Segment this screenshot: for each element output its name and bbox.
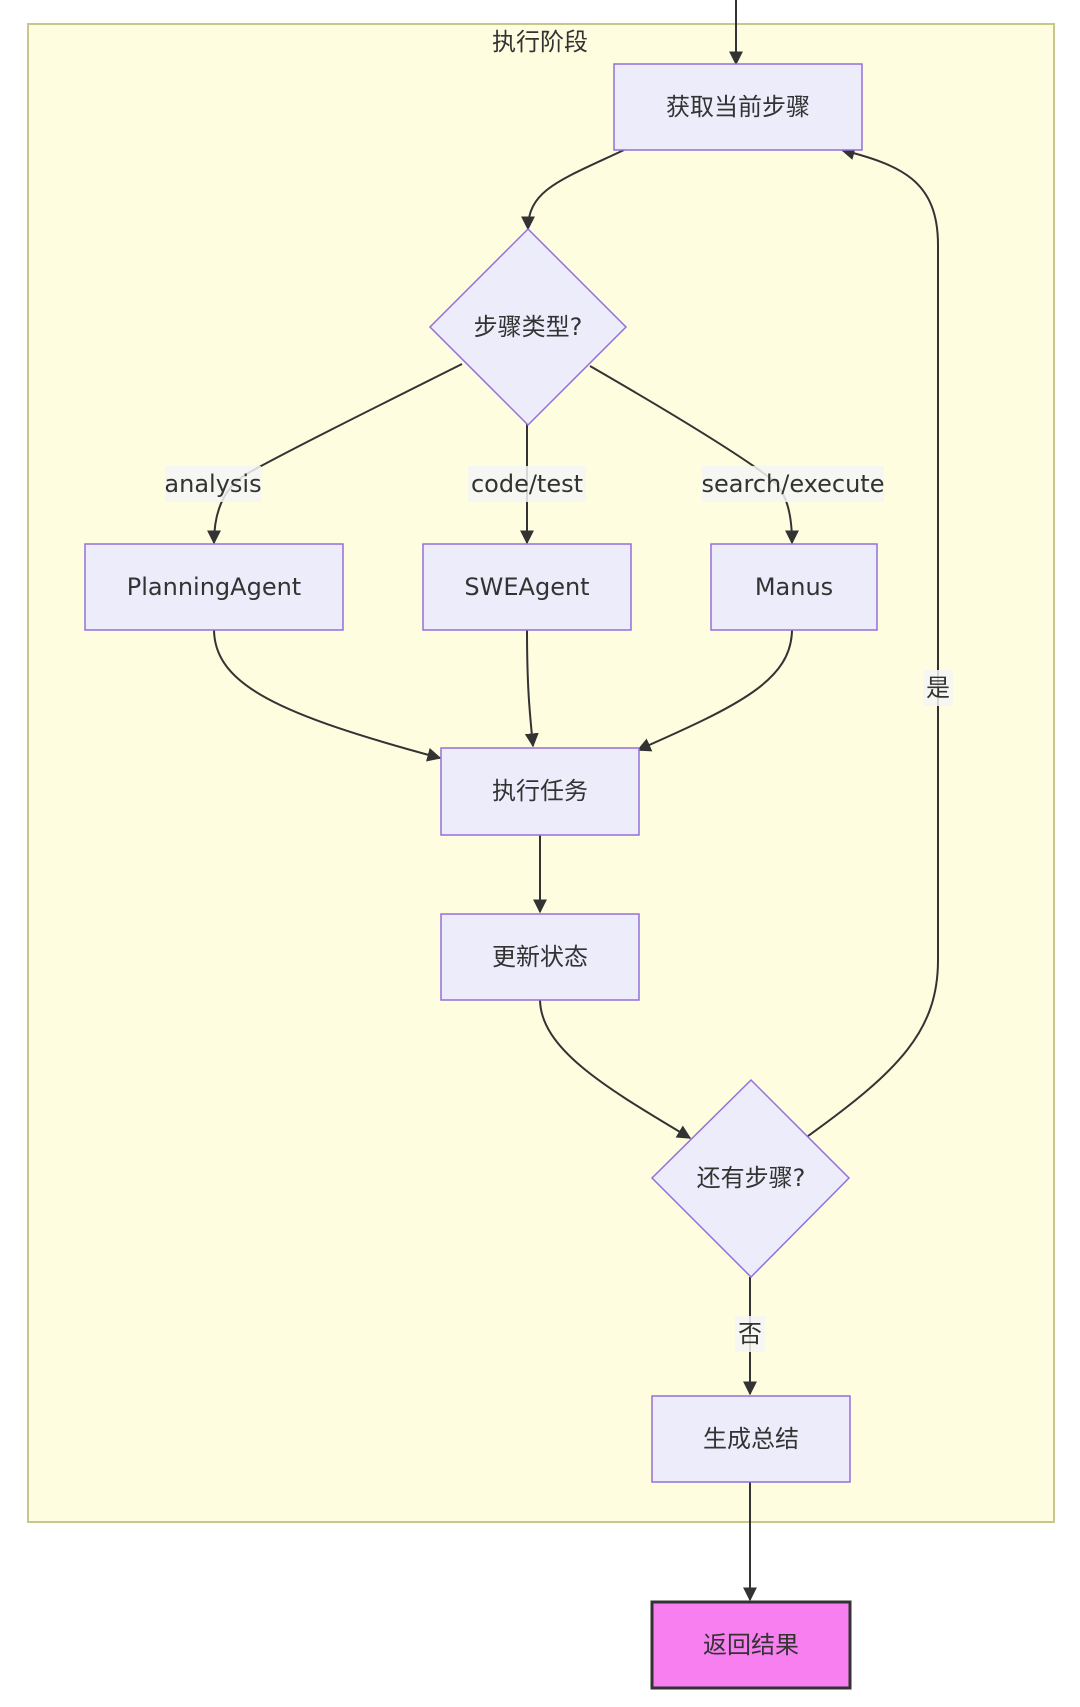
edge-swe-agent-to-execute-task [524,628,539,748]
node-planning-agent: PlanningAgent [84,543,344,631]
node-update-state-label: 更新状态 [492,943,588,971]
edge-get-step-to-step-type [521,149,625,231]
edge-label-yes-text: 是 [926,674,950,702]
edge-update-state-to-more-steps [539,998,692,1139]
edge-planning-agent-to-execute-task [213,628,442,762]
edge-label-no-text: 否 [738,1320,762,1348]
node-execute-task: 执行任务 [440,747,640,836]
edge-more-steps-to-get-step [807,146,939,1137]
edge-label-search-execute: search/execute [702,466,885,502]
edge-manus-to-execute-task [636,628,793,752]
node-step-type-label: 步骤类型? [474,313,583,341]
edge-step-type-to-planning-agent [207,363,463,545]
node-generate-summary: 生成总结 [651,1395,851,1483]
node-more-steps-decision: 还有步骤? [650,1078,851,1279]
edges [207,0,939,1602]
node-more-steps-label: 还有步骤? [697,1164,806,1192]
node-generate-summary-label: 生成总结 [703,1425,799,1453]
node-step-type-decision: 步骤类型? [428,227,628,427]
nodes: 获取当前步骤 步骤类型? PlanningAgent SWEAgent Manu… [84,63,878,1690]
node-swe-agent: SWEAgent [422,543,632,631]
node-get-current-step: 获取当前步骤 [613,63,863,151]
edge-label-search-execute-text: search/execute [702,470,885,498]
node-get-current-step-label: 获取当前步骤 [666,93,810,121]
node-planning-agent-label: PlanningAgent [127,573,301,601]
edge-label-yes: 是 [923,670,953,706]
node-swe-agent-label: SWEAgent [464,573,589,601]
subgraph-title: 执行阶段 [492,28,588,56]
node-return-result-label: 返回结果 [703,1631,799,1659]
node-manus: Manus [710,543,878,631]
node-execute-task-label: 执行任务 [492,777,588,805]
edge-label-no: 否 [735,1316,765,1352]
edge-label-analysis-text: analysis [164,470,261,498]
node-return-result: 返回结果 [650,1600,852,1690]
edge-labels: analysis code/test search/execute 是 否 [164,466,953,1352]
edge-label-code-test-text: code/test [471,470,583,498]
node-update-state: 更新状态 [440,913,640,1001]
edge-label-code-test: code/test [468,466,586,502]
edge-label-analysis: analysis [164,466,262,502]
node-manus-label: Manus [755,573,833,601]
